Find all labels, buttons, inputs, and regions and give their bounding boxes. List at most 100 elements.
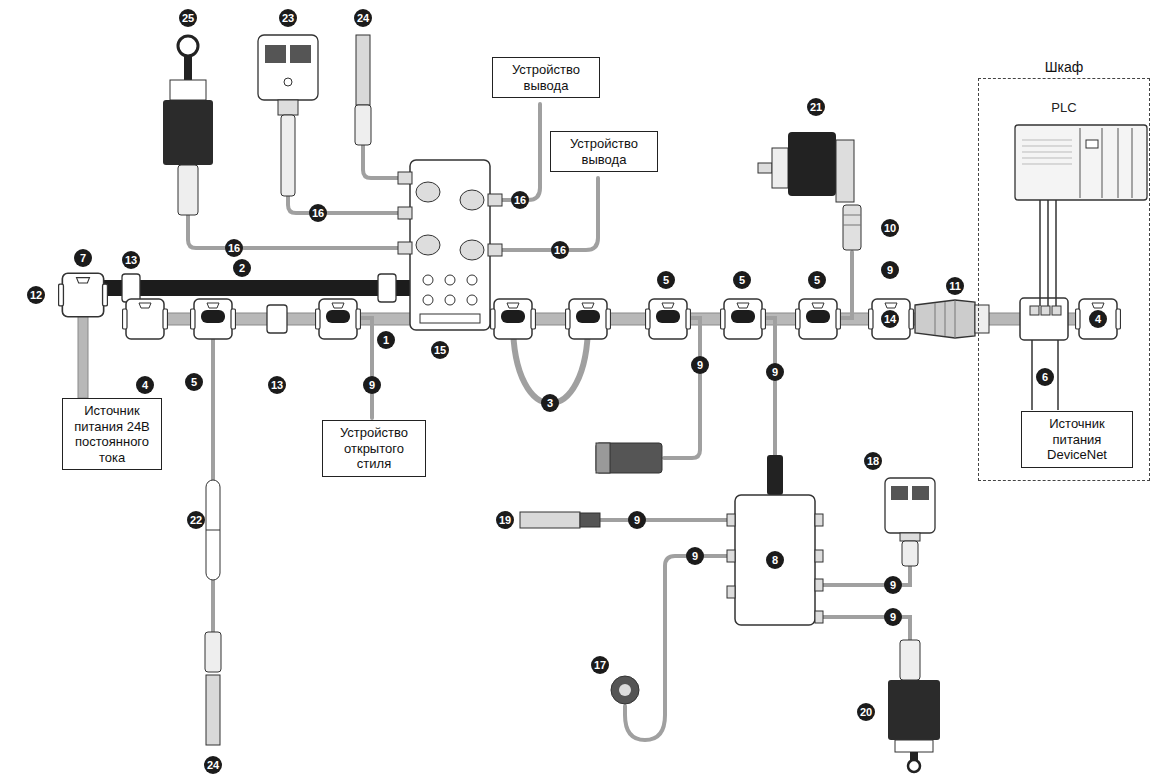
- distribution-box: [735, 495, 815, 625]
- drop-cable: [211, 323, 215, 480]
- output-device-box: Устройство вывода: [550, 131, 658, 172]
- sensor-face: [596, 443, 610, 473]
- drop-plug: [501, 310, 525, 323]
- plc-vents: [1022, 140, 1072, 164]
- io-screw: [423, 275, 433, 285]
- sensor-window: [290, 45, 311, 63]
- box-port: [727, 550, 735, 562]
- drop-cable: [600, 518, 735, 522]
- callout-number: 6: [1036, 368, 1054, 386]
- drop-plugs: [201, 310, 830, 323]
- callout-number: 16: [225, 239, 243, 257]
- callout-number: 25: [179, 9, 197, 27]
- switch-head: [170, 80, 206, 100]
- box-text: Устройство вывода: [556, 136, 652, 167]
- output-device-box: Устройство вывода: [492, 57, 600, 98]
- io-block: [410, 160, 490, 330]
- wire: [1055, 200, 1057, 306]
- plc-vent: [1022, 164, 1072, 165]
- tee-tap: [191, 299, 236, 339]
- wire: [1039, 200, 1041, 306]
- plc-body: [1015, 125, 1147, 200]
- box-port: [815, 514, 823, 526]
- callout-number: 14: [881, 310, 899, 328]
- callout-number: 5: [808, 271, 826, 289]
- terminal: [1052, 306, 1061, 315]
- callout-number: 20: [857, 703, 875, 721]
- power-supply-box: Источник питания 24В постоянного тока: [62, 398, 162, 470]
- io-screw: [467, 275, 477, 285]
- terminator: [123, 299, 168, 339]
- callout-number: 8: [766, 551, 784, 569]
- round-device-core: [619, 684, 631, 696]
- switch-body: [888, 680, 940, 740]
- io-cable: [188, 215, 398, 248]
- sensor-connector: [281, 115, 295, 196]
- drop-plug: [656, 310, 680, 323]
- sensor-neck: [278, 100, 298, 115]
- box-port: [815, 550, 823, 562]
- box-text: Устройство открытого стиля: [328, 425, 420, 472]
- motor-shaft: [758, 163, 772, 173]
- callout-number: 11: [946, 277, 964, 295]
- callout-number: 9: [884, 576, 902, 594]
- drop-plug: [806, 310, 830, 323]
- callout-number: 4: [136, 376, 154, 394]
- box-port: [815, 579, 823, 591]
- switch-roller: [908, 760, 920, 772]
- callout-number: 19: [496, 511, 514, 529]
- drop-plug: [326, 310, 350, 323]
- motor-connector: [843, 205, 861, 250]
- molded-cable: [206, 480, 220, 580]
- io-port: [416, 235, 440, 255]
- drop-cables: [188, 104, 910, 740]
- plc-vent: [1022, 140, 1072, 141]
- power-supply-box: Источник питания DeviceNet: [1021, 411, 1133, 468]
- io-port: [460, 190, 484, 210]
- io-plate: [420, 314, 480, 323]
- callout-number: 24: [354, 9, 372, 27]
- box-port: [727, 586, 735, 598]
- callout-number: 21: [807, 98, 825, 116]
- callout-number: 13: [268, 376, 286, 394]
- terminal: [1041, 306, 1050, 315]
- plc-module-line: [1118, 128, 1119, 198]
- callout-number: 17: [591, 656, 609, 674]
- drop-cable: [211, 580, 215, 632]
- io-screw: [445, 275, 455, 285]
- bulkhead-connector: [915, 300, 975, 338]
- cable-clamp: [378, 274, 396, 302]
- prox-connector: [580, 513, 600, 527]
- tee-tap: [316, 299, 361, 339]
- drop-plug: [576, 310, 600, 323]
- tee-tap: [721, 299, 766, 339]
- box-text: Источник питания 24В постоянного тока: [68, 403, 156, 465]
- region-heading: Шкаф: [979, 59, 1149, 76]
- io-screw: [467, 295, 477, 305]
- box-text: Источник питания DeviceNet: [1027, 416, 1127, 463]
- tee-tap: [566, 299, 611, 339]
- box-text: Устройство вывода: [498, 62, 594, 93]
- drop-cable: [625, 556, 727, 740]
- io-cable: [288, 196, 398, 213]
- callout-number: 9: [628, 511, 646, 529]
- connector-rib: [843, 225, 861, 226]
- io-plug: [488, 244, 502, 256]
- sensor-window: [891, 486, 908, 500]
- tee-tap: [796, 299, 841, 339]
- tee-tap: [491, 299, 536, 339]
- callout-number: 9: [363, 376, 381, 394]
- sensor-body: [885, 478, 935, 533]
- callout-number: 15: [431, 341, 449, 359]
- sensor-neck: [900, 533, 920, 541]
- cabinet-region: ШкафИсточник питания DeviceNet: [978, 78, 1150, 481]
- wire: [1047, 200, 1049, 306]
- motor-flange: [772, 148, 788, 188]
- drop-plug: [731, 310, 755, 323]
- callout-number: 9: [766, 363, 784, 381]
- switch-head: [895, 740, 933, 752]
- callout-number: 9: [686, 547, 704, 565]
- prox-sensor: [520, 512, 580, 528]
- io-plug: [488, 194, 502, 206]
